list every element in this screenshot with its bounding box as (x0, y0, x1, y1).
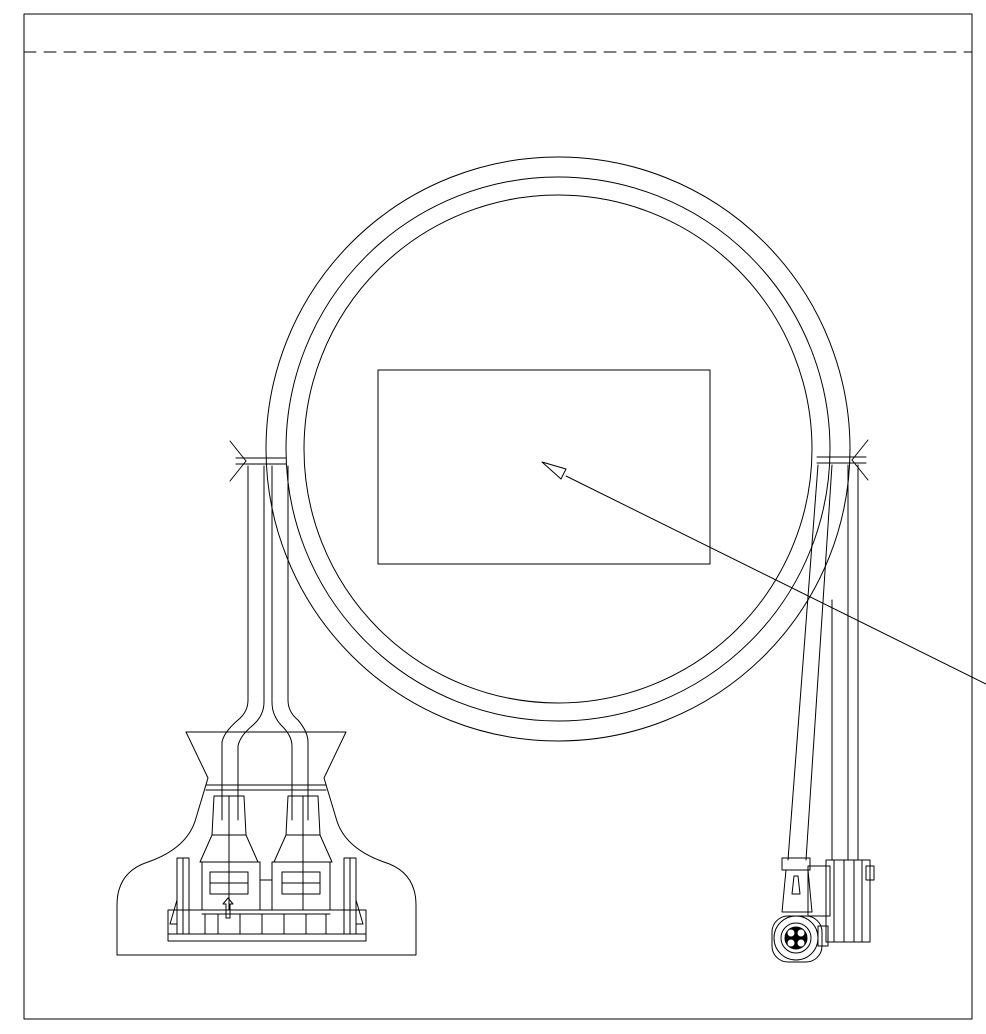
left-cable-leads (222, 466, 308, 820)
cable-tie-right (817, 440, 868, 480)
sheet-frame (24, 14, 972, 1019)
plug-right (272, 796, 332, 910)
plug-left (200, 796, 260, 910)
cable-loop-middle (286, 177, 830, 721)
cable-tie-left (230, 441, 286, 481)
leader-line (566, 476, 986, 684)
leader-arrow (542, 462, 986, 684)
right-angle-connector (772, 858, 874, 962)
blister-outline (117, 732, 416, 955)
cable-loop-inner (304, 195, 812, 703)
leader-arrowhead (542, 462, 566, 479)
drawing-border (24, 14, 972, 1019)
cable-loop (266, 157, 850, 741)
label-box (378, 370, 710, 564)
cable-loop-outer (266, 157, 850, 741)
twin-connector-housing (117, 732, 416, 955)
label-placeholder (378, 370, 710, 564)
right-cable-leads (788, 465, 858, 860)
connector-sleeve (826, 860, 870, 942)
